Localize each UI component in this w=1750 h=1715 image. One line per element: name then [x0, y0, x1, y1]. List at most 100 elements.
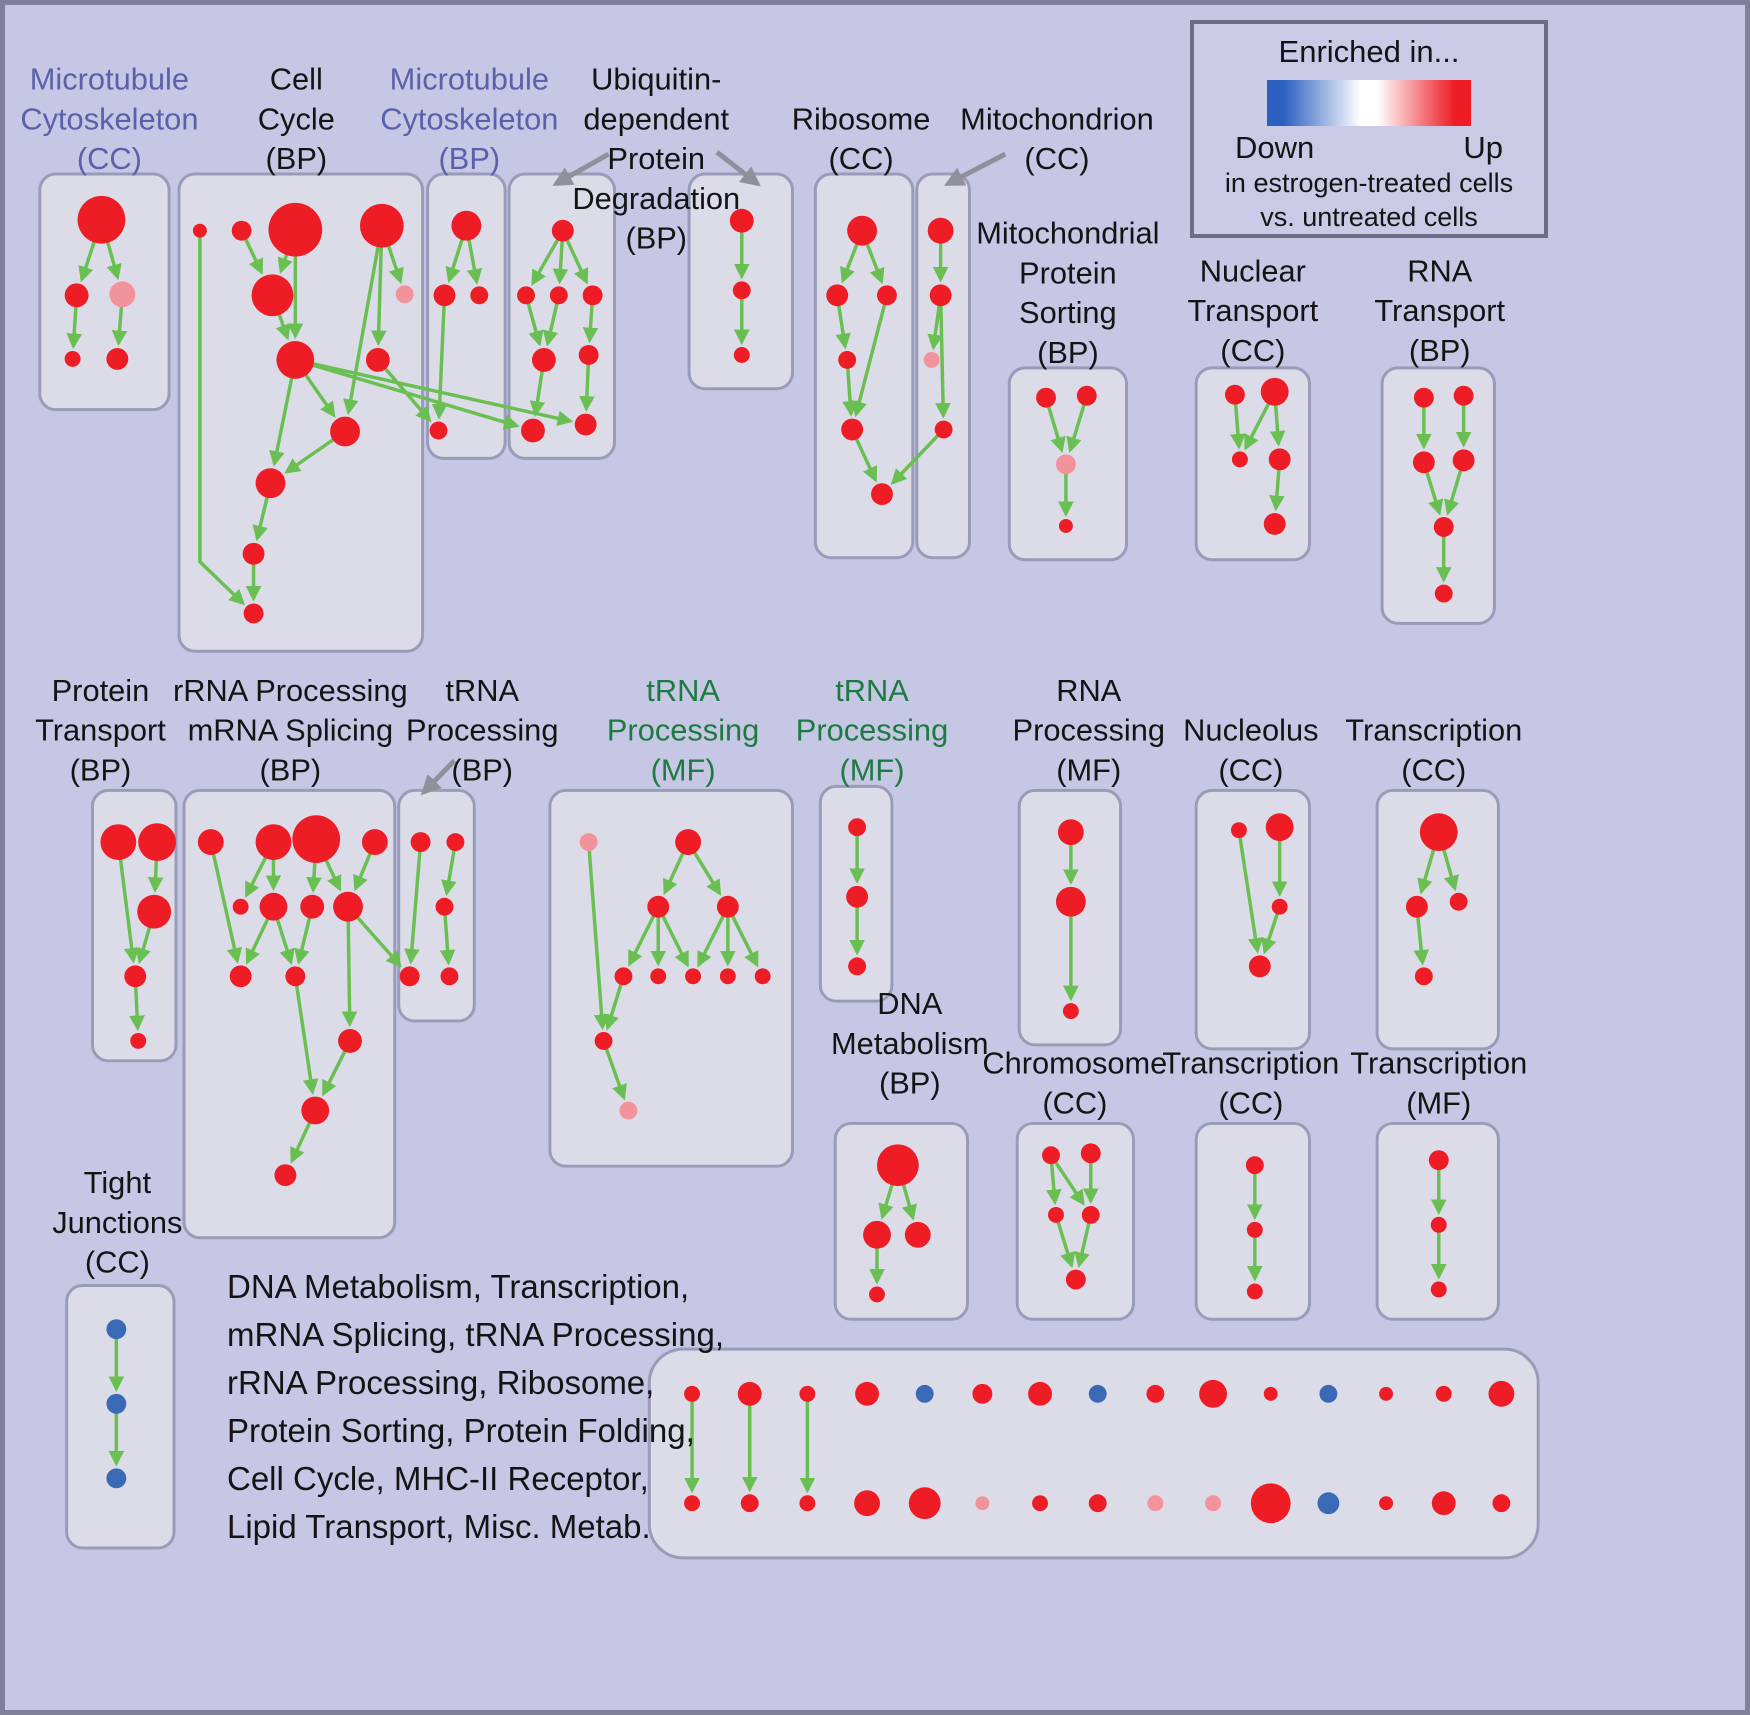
label-transcription-cc-mid: Transcription(CC) [1345, 713, 1522, 788]
node-tp4 [399, 966, 420, 987]
annotation-arrow-2 [715, 150, 761, 187]
node-tp5 [440, 967, 459, 986]
node-mc3 [109, 281, 136, 308]
node-dm2 [863, 1220, 891, 1249]
group-box-transcription-cc-low [1194, 1121, 1311, 1321]
edge-tp3-tp5 [439, 906, 456, 966]
node-tm11 [619, 1101, 638, 1120]
edge-nu1-nu4 [1237, 829, 1264, 954]
node-pt5 [130, 1032, 147, 1049]
group-box-misc-metabolism [647, 1347, 1540, 1560]
node-cc1 [192, 223, 207, 238]
node-ub7 [521, 418, 545, 443]
node-sb3 [733, 346, 750, 363]
node-tp2 [446, 833, 465, 852]
node-ch4 [1081, 1205, 1100, 1224]
label-nucleolus-cc: Nucleolus(CC) [1183, 713, 1318, 788]
node-bx11b [1250, 1483, 1291, 1524]
node-rr13 [274, 1164, 297, 1187]
node-cc12 [243, 603, 264, 624]
node-cc5 [251, 274, 294, 317]
node-rt5 [1433, 516, 1454, 537]
node-bx8t [1088, 1384, 1107, 1403]
node-nt1 [1224, 384, 1245, 405]
misc-cluster-caption: DNA Metabolism, Transcription,mRNA Splic… [227, 1263, 724, 1551]
legend-gradient-bar [1267, 80, 1471, 126]
edge-cc7-ub8 [294, 358, 574, 427]
node-tc1 [1419, 813, 1458, 852]
node-nu3 [1271, 898, 1288, 915]
node-bx15t [1488, 1380, 1515, 1407]
node-ms1 [1036, 387, 1056, 408]
node-mc5 [106, 347, 129, 370]
node-tp1 [410, 832, 431, 853]
edge-mt4-rb6 [890, 428, 945, 485]
node-rr5 [232, 898, 249, 915]
node-ub6 [578, 345, 599, 365]
edge-tp1-tp4 [404, 841, 423, 965]
legend-title: Enriched in... [1278, 34, 1460, 69]
node-rr10 [285, 966, 306, 987]
node-cc11 [242, 542, 265, 565]
group-box-transcription-cc-mid [1375, 788, 1500, 1051]
node-nt3 [1231, 451, 1248, 468]
edge-ch1-ch4 [1049, 1154, 1085, 1206]
node-rr9 [229, 965, 252, 988]
node-ts1 [848, 818, 867, 837]
node-tm10 [594, 1031, 613, 1050]
legend-subtitle-1: in estrogen-treated cells [1224, 168, 1514, 198]
node-rp2 [1055, 886, 1086, 917]
node-bx14t [1435, 1385, 1452, 1402]
edge-cc8-mb4 [376, 358, 432, 423]
node-tm7 [685, 968, 701, 985]
node-tm2 [675, 829, 701, 856]
group-box-ribosome-cc [813, 172, 915, 560]
node-cc2 [231, 220, 252, 241]
node-mc4 [64, 350, 81, 367]
group-box-rna-transport-bp [1380, 366, 1496, 625]
node-bx11t [1263, 1386, 1278, 1401]
node-dm4 [869, 1286, 885, 1303]
node-ub3 [549, 286, 568, 305]
node-bx14b [1431, 1491, 1456, 1516]
node-nu1 [1230, 822, 1247, 839]
misc-caption-line: Protein Sorting, Protein Folding, [227, 1412, 695, 1449]
node-tm9 [754, 968, 771, 985]
node-rr3 [292, 815, 341, 863]
edge-mb2-mb4 [431, 295, 448, 420]
legend-ends-row: Down Up [1235, 130, 1503, 166]
node-bx5t [915, 1384, 934, 1403]
node-bx9b [1147, 1495, 1164, 1512]
node-bx1t [684, 1385, 701, 1402]
node-rt3 [1412, 451, 1435, 474]
node-bx15b [1492, 1494, 1511, 1513]
node-bx10b [1205, 1495, 1222, 1512]
node-ms2 [1076, 385, 1097, 406]
node-tm5 [614, 967, 633, 986]
node-rt4 [1452, 449, 1475, 472]
node-bx7t [1028, 1381, 1052, 1406]
node-mc1 [77, 195, 126, 244]
misc-caption-line: rRNA Processing, Ribosome, [227, 1364, 655, 1401]
node-bx5b [908, 1487, 941, 1520]
group-box-trna-processing-mf-1 [548, 788, 794, 1168]
node-rr2 [255, 824, 292, 860]
node-rt2 [1453, 385, 1474, 406]
node-rb4 [838, 350, 857, 369]
node-mt4 [934, 420, 953, 439]
node-tf2 [1430, 1216, 1447, 1233]
node-rp1 [1057, 819, 1084, 846]
misc-caption-line: mRNA Splicing, tRNA Processing, [227, 1316, 725, 1353]
node-tf3 [1430, 1281, 1447, 1298]
group-box-chromosome-cc [1015, 1121, 1136, 1321]
node-tj3 [106, 1468, 127, 1489]
node-cc4 [359, 203, 404, 248]
